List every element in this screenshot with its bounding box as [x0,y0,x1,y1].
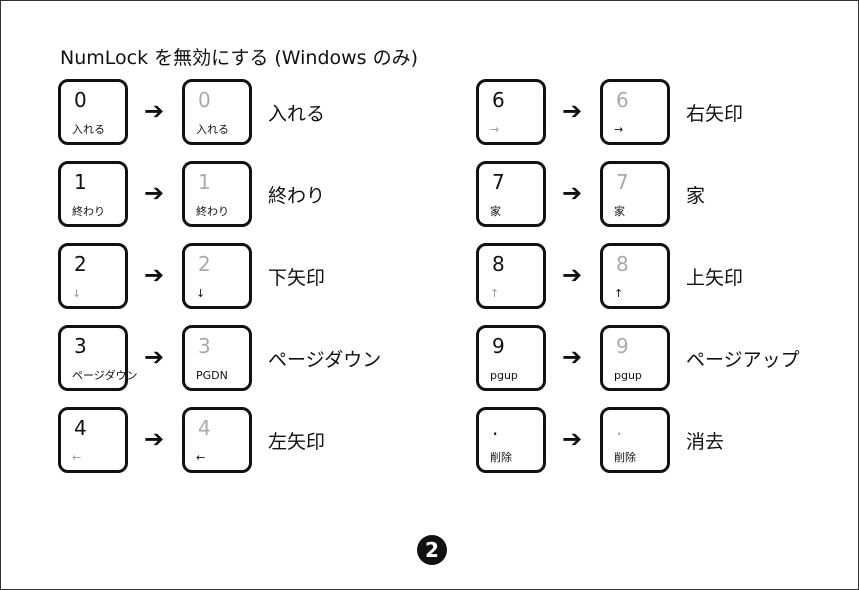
key-function-label: PGDN [196,369,228,383]
key-digit: . [616,417,622,439]
key-digit: 6 [616,89,629,111]
right-arrow-icon: ➔ [144,179,164,207]
key-function-label: 家 [490,205,501,219]
numpad-key-numlock-on: 4← [58,407,128,473]
key-function-name: 左矢印 [268,427,325,454]
page-title: NumLock を無効にする (Windows のみ) [60,43,418,70]
key-digit: 3 [198,335,211,357]
numpad-key-numlock-on: 8↑ [476,243,546,309]
key-function-label: ページダウン [72,369,138,383]
key-digit: . [492,417,498,439]
key-function-label: ← [72,451,81,465]
right-arrow-icon: ➔ [144,261,164,289]
key-digit: 8 [492,253,505,275]
numpad-key-numlock-off: 1 終わり [182,161,252,227]
key-function-name: 家 [686,181,705,208]
key-mapping-row: 8↑➔8↑上矢印 [474,243,834,325]
key-function-name: 消去 [686,427,724,454]
right-arrow-icon: ➔ [144,343,164,371]
key-digit: 4 [74,417,87,439]
right-arrow-icon: ➔ [562,261,582,289]
key-function-label: ↓ [72,287,81,301]
key-digit: 6 [492,89,505,111]
key-function-label: → [490,123,499,137]
numpad-key-numlock-off: 2↓ [182,243,252,309]
right-arrow-icon: ➔ [144,97,164,125]
key-function-label: ↓ [196,287,205,301]
key-digit: 2 [198,253,211,275]
numpad-key-numlock-off: 6→ [600,79,670,145]
key-function-label: 終わり [72,205,105,219]
key-function-label: → [614,123,623,137]
numpad-key-numlock-on: 2↓ [58,243,128,309]
numpad-key-numlock-on: 1 終わり [58,161,128,227]
key-digit: 1 [198,171,211,193]
key-function-label: ↑ [490,287,499,301]
key-function-label: ↑ [614,287,623,301]
key-mapping-row: 9 pgup ➔ 9 pgup ページアップ [474,325,834,407]
key-digit: 9 [492,335,505,357]
key-function-name: ページダウン [268,345,381,372]
key-digit: 8 [616,253,629,275]
right-arrow-icon: ➔ [562,179,582,207]
key-mapping-row: 6→➔6→右矢印 [474,79,834,161]
right-arrow-icon: ➔ [562,425,582,453]
key-function-label: 削除 [490,451,512,465]
numpad-key-numlock-on: 9 pgup [476,325,546,391]
key-digit: 3 [74,335,87,357]
key-function-name: 終わり [268,181,325,208]
key-function-label: pgup [490,369,518,383]
key-digit: 9 [616,335,629,357]
numpad-key-numlock-off: 0 入れる [182,79,252,145]
key-digit: 0 [198,89,211,111]
key-digit: 1 [74,171,87,193]
page-number-badge: 2 [417,535,447,565]
right-arrow-icon: ➔ [562,97,582,125]
key-function-label: 削除 [614,451,636,465]
numpad-key-numlock-off: 9 pgup [600,325,670,391]
key-function-name: 下矢印 [268,263,325,290]
key-mapping-row: 2↓➔2↓下矢印 [56,243,416,325]
key-function-label: 入れる [72,123,105,137]
key-mapping-row: . 削除 ➔. 削除 消去 [474,407,834,489]
key-function-label: ← [196,451,205,465]
numpad-key-numlock-on: . 削除 [476,407,546,473]
right-arrow-icon: ➔ [562,343,582,371]
numpad-key-numlock-off: 4← [182,407,252,473]
key-function-name: 入れる [268,99,325,126]
key-digit: 4 [198,417,211,439]
key-digit: 7 [616,171,629,193]
key-function-label: 入れる [196,123,229,137]
numpad-key-numlock-off: . 削除 [600,407,670,473]
key-function-name: 上矢印 [686,263,743,290]
key-function-label: pgup [614,369,642,383]
key-function-label: 終わり [196,205,229,219]
numpad-key-numlock-on: 0 入れる [58,79,128,145]
key-function-name: ページアップ [686,345,800,372]
right-arrow-icon: ➔ [144,425,164,453]
key-digit: 7 [492,171,505,193]
key-digit: 2 [74,253,87,275]
key-function-label: 家 [614,205,625,219]
numpad-key-numlock-on: 6→ [476,79,546,145]
key-function-name: 右矢印 [686,99,743,126]
key-digit: 0 [74,89,87,111]
key-mapping-row: 4←➔4←左矢印 [56,407,416,489]
numpad-key-numlock-off: 8↑ [600,243,670,309]
